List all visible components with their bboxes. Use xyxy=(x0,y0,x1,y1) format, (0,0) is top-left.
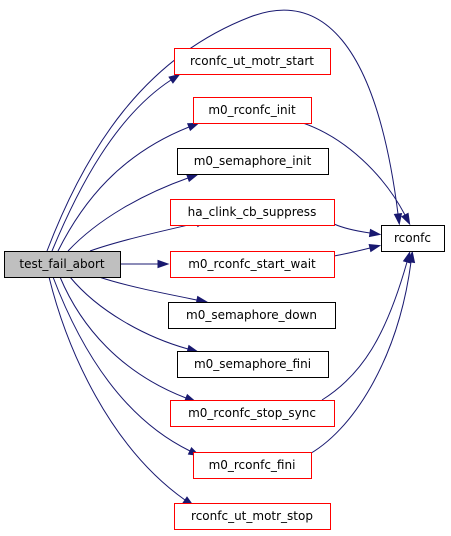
node-box[interactable] xyxy=(170,400,335,427)
edge-test-fail-abort-to-m0-rconfc-start-wait xyxy=(120,259,170,269)
node-label: m0_semaphore_fini xyxy=(194,357,311,371)
edge-test-fail-abort-to-m0-semaphore-down xyxy=(98,276,209,304)
node-label: ha_clink_cb_suppress xyxy=(188,205,317,219)
node-label: rconfc_ut_motr_start xyxy=(190,54,314,68)
node-box[interactable] xyxy=(174,48,331,75)
arrowhead xyxy=(186,122,200,132)
node-label: m0_rconfc_start_wait xyxy=(188,257,316,271)
node-box[interactable] xyxy=(193,452,312,479)
edge-m0-rconfc-fini-to-rconfc xyxy=(305,250,416,457)
arrowhead xyxy=(401,212,411,226)
arrowhead xyxy=(157,259,170,269)
node-box[interactable] xyxy=(4,251,121,278)
node-m0-rconfc-fini[interactable]: m0_rconfc_fini xyxy=(193,452,312,479)
node-rconfc-ut-motr-stop[interactable]: rconfc_ut_motr_stop xyxy=(174,503,331,530)
arrowhead xyxy=(368,228,382,238)
edge-test-fail-abort-to-rconfc xyxy=(46,9,403,252)
node-label: rconfc_ut_motr_stop xyxy=(191,509,313,523)
node-label: m0_rconfc_stop_sync xyxy=(188,406,316,420)
node-box[interactable] xyxy=(170,199,335,226)
node-box[interactable] xyxy=(177,351,329,378)
node-m0-semaphore-init[interactable]: m0_semaphore_init xyxy=(177,148,329,175)
node-box[interactable] xyxy=(381,225,445,252)
node-label: m0_semaphore_down xyxy=(186,308,317,322)
edge-ha-clink-cb-suppress-to-rconfc xyxy=(333,223,382,238)
nodes-layer: test_fail_abort rconfc_ut_motr_start m0_rc… xyxy=(4,48,445,530)
node-label: m0_rconfc_init xyxy=(208,103,296,117)
arrowhead xyxy=(406,250,416,264)
node-label: m0_semaphore_init xyxy=(194,154,312,168)
node-m0-rconfc-start-wait[interactable]: m0_rconfc_start_wait xyxy=(170,251,335,278)
node-rconfc[interactable]: rconfc xyxy=(381,225,445,252)
node-m0-rconfc-stop-sync[interactable]: m0_rconfc_stop_sync xyxy=(170,400,335,427)
edges-layer xyxy=(46,9,416,507)
edge-m0-rconfc-start-wait-to-rconfc xyxy=(333,244,382,257)
node-box[interactable] xyxy=(168,302,336,329)
node-box[interactable] xyxy=(170,251,335,278)
node-test-fail-abort[interactable]: test_fail_abort xyxy=(4,251,121,278)
node-m0-semaphore-down[interactable]: m0_semaphore_down xyxy=(168,302,336,329)
node-m0-semaphore-fini[interactable]: m0_semaphore_fini xyxy=(177,351,329,378)
node-label: m0_rconfc_fini xyxy=(209,458,296,472)
node-box[interactable] xyxy=(174,503,331,530)
edge-m0-rconfc-init-to-rconfc xyxy=(302,122,411,226)
arrowhead xyxy=(393,213,403,226)
node-rconfc-ut-motr-start[interactable]: rconfc_ut_motr_start xyxy=(174,48,331,75)
arrowhead xyxy=(168,73,181,84)
node-label: rconfc xyxy=(394,231,431,245)
node-ha-clink-cb-suppress[interactable]: ha_clink_cb_suppress xyxy=(170,199,335,226)
arrowhead xyxy=(186,174,199,183)
node-label: test_fail_abort xyxy=(19,257,105,271)
edge-test-fail-abort-to-m0-rconfc-init xyxy=(57,122,200,252)
arrowhead xyxy=(368,244,382,253)
edge-test-fail-abort-to-rconfc-ut-motr-start xyxy=(51,73,181,252)
node-box[interactable] xyxy=(193,97,312,124)
node-m0-rconfc-init[interactable]: m0_rconfc_init xyxy=(193,97,312,124)
node-box[interactable] xyxy=(177,148,329,175)
